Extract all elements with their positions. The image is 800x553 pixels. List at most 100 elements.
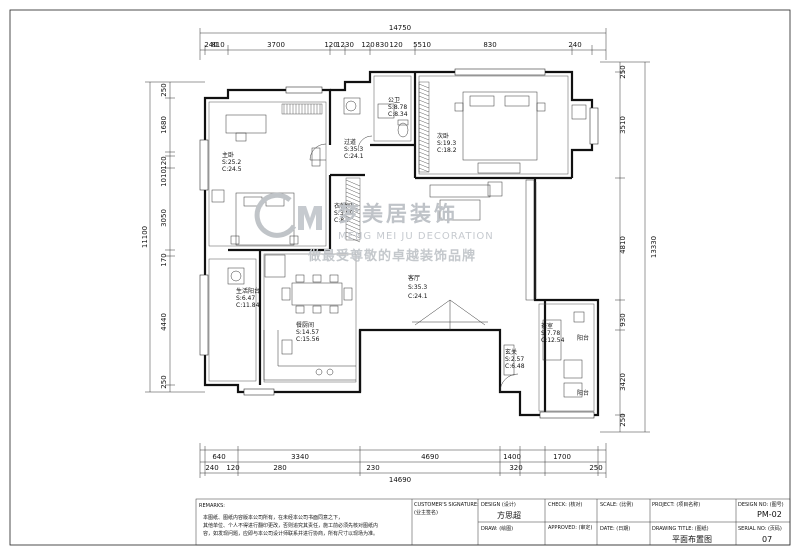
design-value: 方思超 bbox=[497, 510, 521, 520]
room-3-name: 次卧 bbox=[437, 132, 449, 140]
dim-bottom1-1: 3340 bbox=[291, 453, 309, 461]
room-2-name: 过道 bbox=[344, 138, 356, 146]
room-9-name: 玄关 bbox=[505, 348, 517, 356]
room-7-s: S:14.57 bbox=[296, 329, 319, 336]
scale-label: SCALE: (比例) bbox=[600, 501, 633, 508]
dim-right-5: 250 bbox=[619, 413, 627, 426]
room-6-s: S:35.3 bbox=[408, 284, 427, 291]
dim-total-bottom: 14690 bbox=[389, 476, 411, 484]
dim-total-top: 14750 bbox=[389, 24, 411, 32]
room-4-c: C:8.7 bbox=[334, 217, 350, 224]
project-label: PROJECT: (项目名称) bbox=[652, 501, 700, 508]
watermark-logo-icon bbox=[254, 192, 322, 238]
room-3-c: C:18.2 bbox=[437, 147, 457, 154]
dim-bottom2-3: 230 bbox=[366, 464, 379, 472]
wall-inner-lines bbox=[208, 75, 595, 412]
dim-right-2: 4810 bbox=[619, 236, 627, 254]
room-8-name: 茶室 bbox=[541, 322, 553, 330]
dim-right-1: 3510 bbox=[619, 116, 627, 134]
drawing-title-label: DRAWING TITLE: (图纸) bbox=[652, 525, 709, 532]
dim-top-1: 810 bbox=[211, 41, 224, 49]
drawing-title-value: 平面布置图 bbox=[672, 534, 712, 544]
dim-top-3: 120 bbox=[324, 41, 337, 49]
balcony-label-1: 阳台 bbox=[577, 334, 589, 342]
watermark-en: MENG MEI JU DECORATION bbox=[338, 231, 494, 242]
remarks-line-3: 容，如发现问题，应即与本公司设计师联系并进行协商，所有尺寸以现场为准。 bbox=[203, 530, 378, 537]
room-9-c: C:6.48 bbox=[505, 363, 525, 370]
room-0-c: C:24.5 bbox=[222, 166, 242, 173]
dim-top-5: 120 bbox=[361, 41, 374, 49]
remarks-line-2: 其他单位、个人不得进行翻印更改，否则追究其责任，施工前必须先核对图纸内 bbox=[203, 522, 378, 529]
room-9-s: S:2.57 bbox=[505, 356, 524, 363]
serial-no-value: 07 bbox=[762, 535, 772, 544]
room-2-c: C:24.1 bbox=[344, 153, 364, 160]
room-8-s: S:7.78 bbox=[541, 330, 560, 337]
room-2-s: S:35.3 bbox=[344, 146, 363, 153]
dim-left-3: 1010 bbox=[160, 169, 168, 187]
dim-bottom1-3: 1400 bbox=[503, 453, 521, 461]
room-1-s: S:8.78 bbox=[388, 104, 407, 111]
dim-left-7: 250 bbox=[160, 375, 168, 388]
dim-right-3: 930 bbox=[619, 313, 627, 326]
room-7-c: C:15.56 bbox=[296, 336, 320, 343]
dim-bottom2-0: 240 bbox=[205, 464, 218, 472]
room-3-s: S:19.3 bbox=[437, 140, 456, 147]
dim-bottom1-4: 1700 bbox=[553, 453, 571, 461]
room-6-name: 客厅 bbox=[408, 274, 420, 282]
drawing-frame bbox=[9, 9, 791, 546]
room-5-name: 生活阳台 bbox=[236, 287, 260, 295]
customer-label: CUSTOMER'S SIGNATURE: bbox=[414, 502, 479, 508]
design-label: DESIGN (设计) bbox=[481, 501, 516, 508]
room-0-s: S:25.2 bbox=[222, 159, 241, 166]
dim-left-5: 170 bbox=[160, 253, 168, 266]
bottom-dimensions bbox=[199, 443, 607, 478]
dim-bottom2-5: 250 bbox=[589, 464, 602, 472]
dim-left-2: 120 bbox=[160, 156, 168, 169]
room-0-name: 主卧 bbox=[222, 151, 234, 159]
room-6-c: C:24.1 bbox=[408, 293, 428, 300]
room-1-c: C:8.34 bbox=[388, 111, 408, 118]
dim-top-4: 1230 bbox=[336, 41, 354, 49]
dim-bottom2-1: 120 bbox=[226, 464, 239, 472]
dim-top-6: 830 bbox=[375, 41, 388, 49]
right-dimensions bbox=[600, 61, 650, 433]
dim-top-2: 3700 bbox=[267, 41, 285, 49]
dim-left-0: 250 bbox=[160, 83, 168, 96]
design-no-label: DESIGN NO: (图号) bbox=[738, 502, 784, 508]
dim-top-9: 830 bbox=[483, 41, 496, 49]
left-dimensions bbox=[145, 81, 205, 393]
customer-sub: (业主签名) bbox=[414, 509, 438, 516]
room-8-c: C:12.54 bbox=[541, 337, 565, 344]
remarks-label: REMARKS: bbox=[199, 503, 225, 509]
watermark-slogan: 做最受尊敬的卓越装饰品牌 bbox=[307, 248, 476, 264]
dim-top-7: 120 bbox=[389, 41, 402, 49]
room-4-s: S:3.89 bbox=[334, 210, 353, 217]
check-label: CHECK: (核对) bbox=[548, 501, 582, 508]
dim-left-4: 3050 bbox=[160, 209, 168, 227]
windows bbox=[199, 68, 599, 419]
remarks-line-1: 本图纸、图纸内容版本公司所有，在未经本公司书面同意之下， bbox=[203, 514, 343, 521]
top-dimensions bbox=[199, 28, 607, 60]
room-4-name: 衣帽间 bbox=[334, 202, 352, 210]
dim-left-1: 1680 bbox=[160, 116, 168, 134]
dim-bottom2-4: 320 bbox=[509, 464, 522, 472]
room-labels: 主卧S:25.2C:24.5公卫S:8.78C:8.34过道S:35.3C:24… bbox=[222, 97, 565, 370]
dim-bottom2-2: 280 bbox=[273, 464, 286, 472]
approved-label: APPROVED: (审定) bbox=[548, 524, 592, 531]
dim-total-right: 13330 bbox=[650, 236, 658, 258]
room-7-name: 餐厨间 bbox=[296, 321, 314, 329]
date-label: DATE: (日期) bbox=[600, 526, 630, 532]
balcony-label-2: 阳台 bbox=[577, 389, 589, 397]
furniture bbox=[211, 91, 587, 398]
dim-right-0: 250 bbox=[619, 65, 627, 78]
room-5-s: S:6.47 bbox=[236, 295, 255, 302]
dim-top-8: 5510 bbox=[413, 41, 431, 49]
room-1-name: 公卫 bbox=[388, 97, 400, 104]
design-no-value: PM-02 bbox=[757, 510, 782, 519]
dim-bottom1-0: 640 bbox=[212, 453, 225, 461]
dim-top-0: 240 bbox=[204, 41, 217, 49]
dim-right-4: 3420 bbox=[619, 373, 627, 391]
title-block bbox=[195, 498, 791, 546]
watermark-cn: 梦美居装饰 bbox=[338, 202, 458, 226]
